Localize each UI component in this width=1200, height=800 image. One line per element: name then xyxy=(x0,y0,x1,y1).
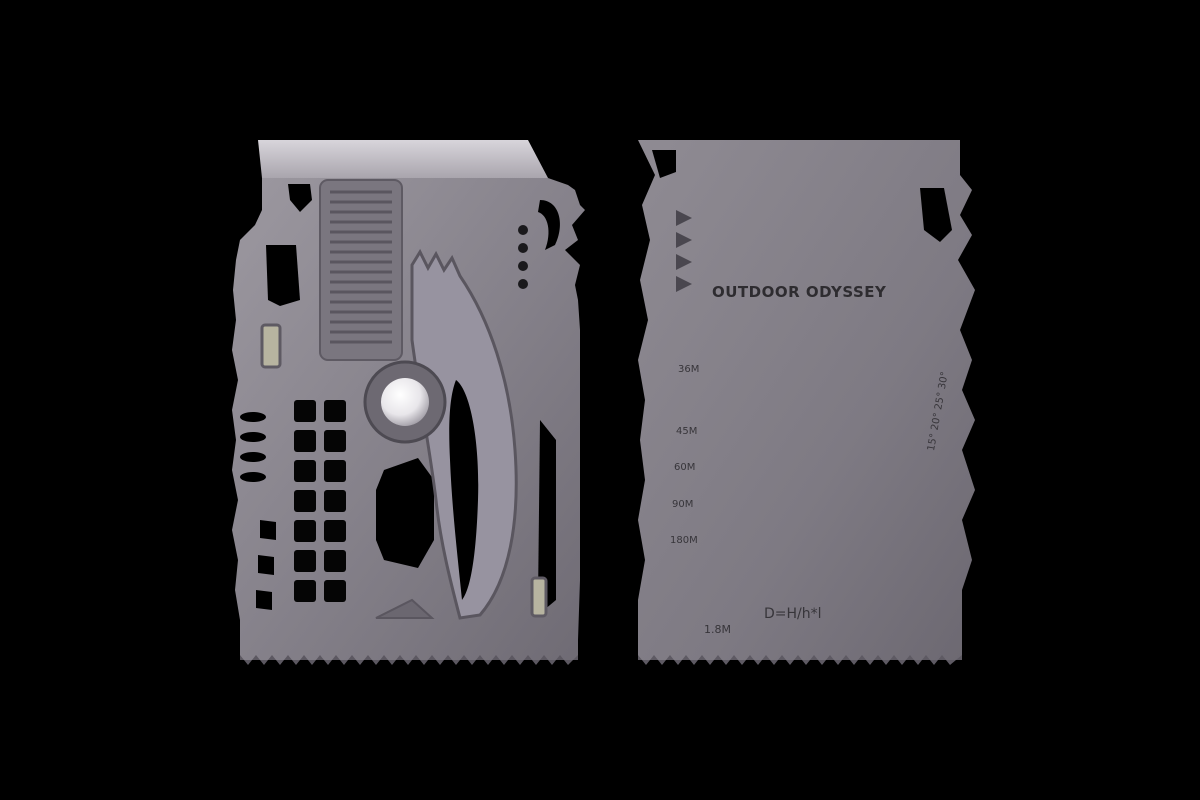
comb-lines xyxy=(330,190,392,344)
range-mark: 45M xyxy=(676,426,698,437)
vertical-channel xyxy=(538,420,556,610)
bit-slot-bottom xyxy=(530,576,548,618)
lower-triangle xyxy=(375,598,435,619)
card-front xyxy=(232,140,585,665)
side-teeth-right xyxy=(518,225,528,289)
teeth-left-back xyxy=(676,210,692,292)
bit-slot-top xyxy=(260,323,282,369)
notch-top-right xyxy=(920,188,952,242)
wedge-slot xyxy=(266,245,300,306)
range-mark: 60M xyxy=(674,462,696,473)
magnet-disc xyxy=(381,378,429,426)
notch-top-left xyxy=(652,150,676,178)
range-mark: 180M xyxy=(670,535,698,546)
hex-holes-left xyxy=(240,412,266,482)
saw-teeth-bottom-back xyxy=(638,655,962,665)
blade-edge xyxy=(258,140,548,178)
comb-block xyxy=(319,179,403,361)
card-back xyxy=(638,140,975,665)
wrench-grid xyxy=(294,400,346,602)
side-slits xyxy=(256,520,276,610)
brand-text: OUTDOOR ODYSSEY xyxy=(712,283,887,301)
saw-teeth-bottom xyxy=(240,655,578,665)
formula: D=H/h*l xyxy=(764,606,822,622)
card-back-body xyxy=(638,140,975,660)
spork-slot xyxy=(449,380,479,600)
range-mark: 36M xyxy=(678,364,700,375)
height-label: 1.8M xyxy=(704,623,731,636)
hex-cutout-front xyxy=(376,458,434,568)
hook-slot xyxy=(538,200,560,250)
bottle-opener-notch xyxy=(288,184,312,212)
range-mark: 90M xyxy=(672,499,694,510)
